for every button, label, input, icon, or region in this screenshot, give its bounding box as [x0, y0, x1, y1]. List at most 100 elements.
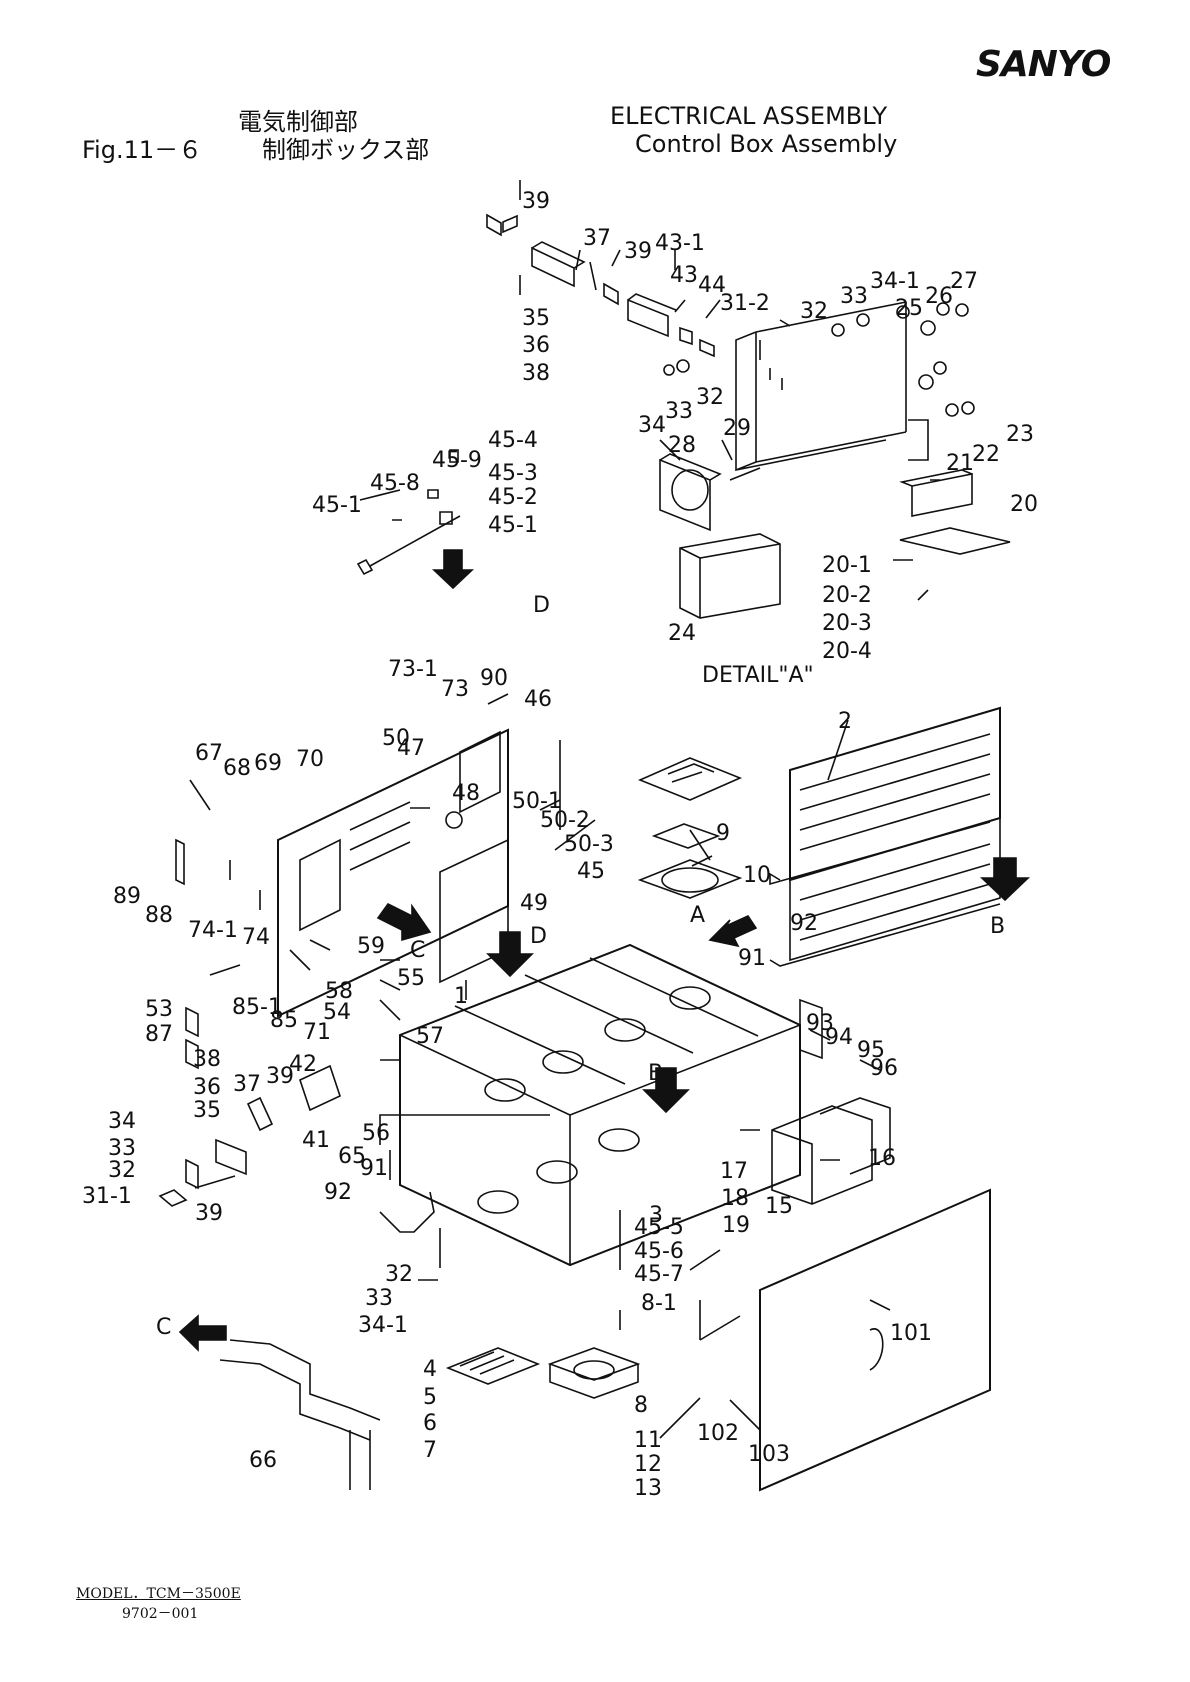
part-callout: 1 [454, 984, 468, 1009]
part-callout: 45-8 [370, 471, 420, 496]
part-callout: 45-9 [432, 448, 482, 473]
part-callout: 6 [423, 1411, 437, 1436]
detail-a-label: DETAIL"A" [702, 663, 814, 688]
title-jp-control-box: 制御ボックス部 [262, 136, 430, 164]
title-jp-electrical: 電気制御部 [238, 108, 358, 136]
part-callout: 26 [925, 284, 953, 309]
part-callout: 92 [790, 911, 818, 936]
part-callout: 74 [242, 925, 270, 950]
part-callout: 43-1 [655, 231, 705, 256]
part-callout: 67 [195, 741, 223, 766]
part-callout: 93 [806, 1011, 834, 1036]
part-callout: 66 [249, 1448, 277, 1473]
part-callout: 32 [696, 385, 724, 410]
part-callout: 16 [868, 1146, 896, 1171]
part-callout: 34 [638, 413, 666, 438]
part-callout: 50 [382, 726, 410, 751]
part-callout: 91 [738, 946, 766, 971]
part-callout: 34-1 [870, 269, 920, 294]
part-callout: 23 [1006, 422, 1034, 447]
part-callout: 33 [108, 1136, 136, 1161]
part-callout: 88 [145, 903, 173, 928]
document-code: 9702－001 [122, 1606, 199, 1622]
part-callout: C [156, 1315, 171, 1340]
part-callout: 36 [193, 1075, 221, 1100]
part-callout: 74-1 [188, 918, 238, 943]
figure-label: Fig.11－６ [82, 136, 203, 164]
part-callout: 12 [634, 1452, 662, 1477]
part-callout: C [410, 938, 425, 963]
part-callout: 48 [452, 781, 480, 806]
part-callout: 33 [665, 399, 693, 424]
part-callout: 32 [385, 1262, 413, 1287]
part-callout: 50-3 [564, 832, 614, 857]
part-callout: 92 [324, 1180, 352, 1205]
part-callout: 32 [108, 1158, 136, 1183]
part-callout: 45-3 [488, 461, 538, 486]
part-callout: 24 [668, 621, 696, 646]
part-callout: 9 [716, 821, 730, 846]
part-callout: 85 [270, 1008, 298, 1033]
part-callout: 45-1 [312, 493, 362, 518]
part-callout: 56 [362, 1121, 390, 1146]
part-callout: 34-1 [358, 1313, 408, 1338]
part-callout: 45-1 [488, 513, 538, 538]
part-callout: 28 [668, 433, 696, 458]
part-callout: 102 [697, 1421, 739, 1446]
part-callout: 68 [223, 756, 251, 781]
part-callout: 33 [840, 284, 868, 309]
part-callout: 35 [193, 1098, 221, 1123]
part-callout: 25 [895, 296, 923, 321]
part-callout: 11 [634, 1428, 662, 1453]
part-callout: 95 [857, 1038, 885, 1063]
part-callout: 59 [357, 934, 385, 959]
part-callout: 10 [743, 863, 771, 888]
part-callout: 18 [721, 1186, 749, 1211]
part-callout: 94 [825, 1025, 853, 1050]
part-callout: 42 [289, 1052, 317, 1077]
part-callout: 46 [524, 687, 552, 712]
part-callout: 20-4 [822, 639, 872, 664]
part-callout: 37 [233, 1072, 261, 1097]
part-callout: 90 [480, 666, 508, 691]
part-callout: B [990, 914, 1005, 939]
part-callout: 57 [416, 1024, 444, 1049]
part-callout: 37 [583, 226, 611, 251]
part-callout: 36 [522, 333, 550, 358]
part-callout: 31-2 [720, 291, 770, 316]
title-en-control-box: Control Box Assembly [635, 130, 898, 158]
part-callout: 45-2 [488, 485, 538, 510]
part-callout: 22 [972, 442, 1000, 467]
part-callout: 71 [303, 1020, 331, 1045]
part-callout: 29 [723, 416, 751, 441]
part-callout: 50-2 [540, 808, 590, 833]
part-callout: 15 [765, 1194, 793, 1219]
part-callout: 3 [649, 1203, 663, 1228]
part-callout: 20-2 [822, 583, 872, 608]
part-callout: 45-7 [634, 1262, 684, 1287]
part-callout: 45-6 [634, 1239, 684, 1264]
part-callout: A [690, 903, 705, 928]
part-callout: 39 [522, 189, 550, 214]
part-callout: D [530, 924, 547, 949]
part-callout: 41 [302, 1128, 330, 1153]
part-callout: 2 [838, 709, 852, 734]
part-callout: 39 [266, 1064, 294, 1089]
part-callout: 39 [624, 239, 652, 264]
part-callout: 103 [748, 1442, 790, 1467]
part-callout: 58 [325, 979, 353, 1004]
diagram-linework [158, 180, 1030, 1492]
title-en-electrical: ELECTRICAL ASSEMBLY [610, 102, 888, 130]
part-callout: 73 [441, 677, 469, 702]
part-callout: 8-1 [641, 1291, 677, 1316]
part-callout: 38 [193, 1047, 221, 1072]
part-callout: 91 [360, 1156, 388, 1181]
part-callout: 55 [397, 966, 425, 991]
part-callout: 50-1 [512, 789, 562, 814]
part-callout: 20 [1010, 492, 1038, 517]
part-callout: 45-4 [488, 428, 538, 453]
part-callout: B [648, 1061, 663, 1086]
part-callout: 65 [338, 1144, 366, 1169]
